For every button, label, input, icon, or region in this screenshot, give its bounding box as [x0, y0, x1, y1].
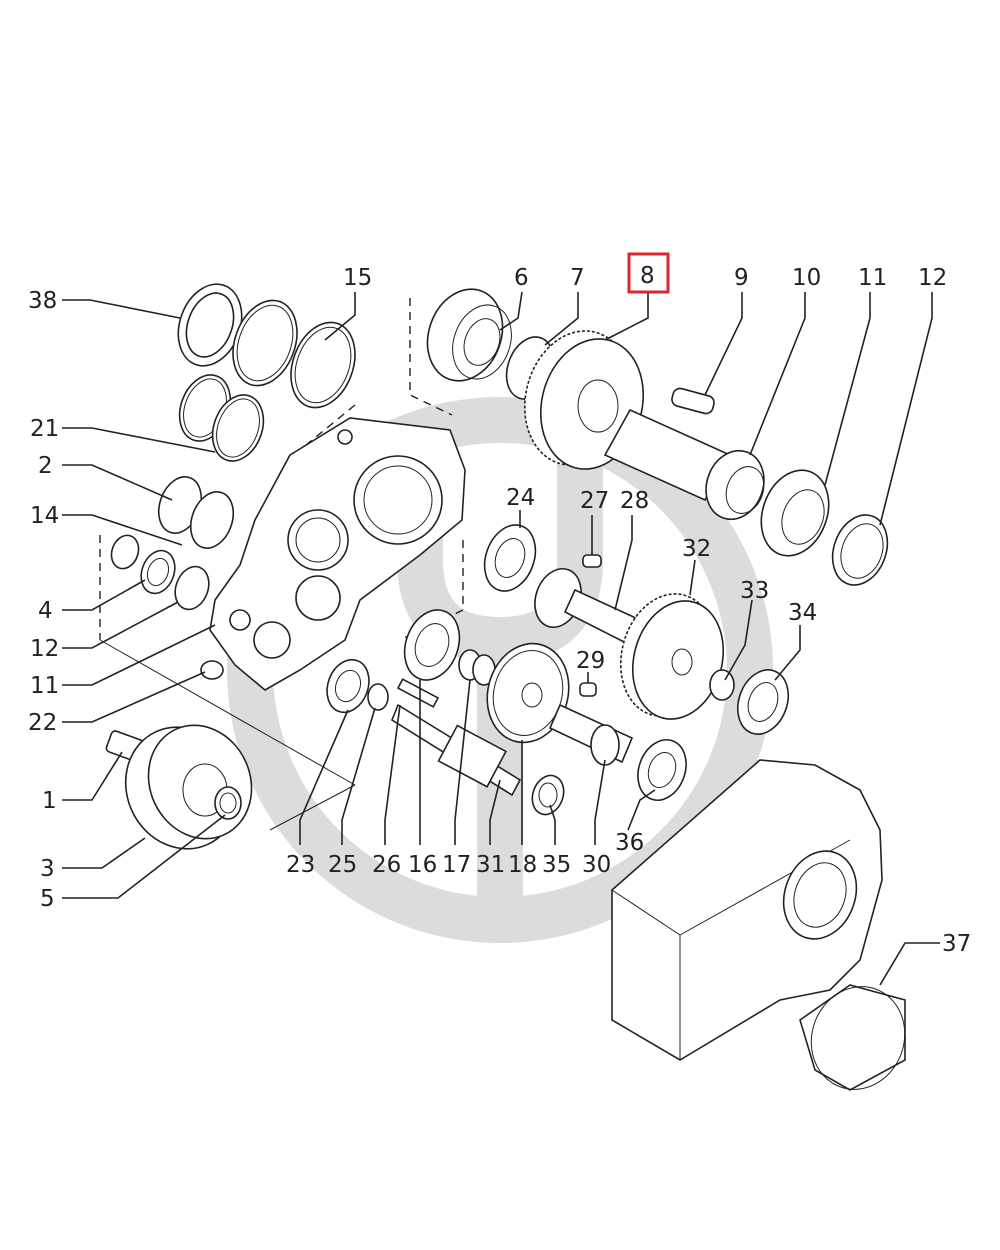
shaft-10 [603, 408, 765, 521]
callout-23: 23 [286, 852, 315, 878]
bearing-24 [483, 524, 537, 592]
callout-7: 7 [570, 265, 585, 291]
callout-33: 33 [740, 578, 769, 604]
housing-cover [209, 417, 466, 691]
callout-16: 14 [30, 503, 59, 529]
circlip-21 [178, 374, 265, 462]
ring-33 [709, 669, 735, 701]
key-9 [671, 387, 715, 415]
input-shaft [391, 678, 522, 797]
callout-15: 12 [30, 636, 59, 662]
gear-32 [619, 593, 725, 720]
callout-29: 29 [576, 648, 605, 674]
callout-labels: 38 15 21 2 14 4 12 11 22 1 3 5 6 7 8 9 1… [28, 252, 971, 957]
callout-2: 2 [38, 453, 53, 479]
callout-37: 37 [942, 931, 971, 957]
highlight-box [627, 252, 670, 294]
key-27 [582, 554, 602, 568]
callout-36: 36 [615, 830, 644, 856]
callout-34: 34 [788, 600, 817, 626]
callout-35: 35 [542, 852, 571, 878]
callout-3: 3 [40, 856, 55, 882]
callout-30: 30 [582, 852, 611, 878]
callout-5: 5 [40, 886, 55, 912]
seal-12 [831, 514, 889, 586]
callout-21: 21 [30, 416, 59, 442]
callout-11: 11 [858, 265, 887, 291]
bearing-18 [403, 609, 461, 681]
callout-20: 18 [508, 852, 537, 878]
gear-20 [486, 642, 570, 744]
callout-12: 12 [918, 265, 947, 291]
ring-25 [367, 683, 389, 711]
gearbox-housing [611, 759, 883, 1061]
callout-4: 4 [38, 598, 53, 624]
spacer-19 [458, 649, 496, 686]
callout-28: 28 [620, 488, 649, 514]
bushing-37 [799, 984, 906, 1091]
callout-31: 31 [476, 852, 505, 878]
bearing-36 [637, 739, 687, 801]
callout-25: 25 [328, 852, 357, 878]
leader-lines [62, 291, 940, 986]
callout-9: 9 [734, 265, 749, 291]
callout-24: 24 [506, 485, 535, 511]
circlip-2-16 [157, 476, 235, 549]
callout-18: 16 [408, 852, 437, 878]
bearing-6 [426, 288, 512, 382]
callout-17: 15 [343, 265, 372, 291]
bearing-35 [531, 774, 565, 816]
pinion-shaft-28 [534, 568, 642, 647]
callout-8[interactable]: 8 [640, 263, 655, 289]
callout-1: 1 [42, 788, 57, 814]
snap-ring-17 [232, 299, 356, 409]
callout-14: 11 [30, 673, 59, 699]
callout-32: 32 [682, 536, 711, 562]
callout-22: 22 [28, 710, 57, 736]
callout-19: 17 [442, 852, 471, 878]
spacer-5 [214, 786, 242, 820]
bearing-34 [736, 669, 790, 735]
bearing-11 [760, 469, 830, 557]
callout-27: 27 [580, 488, 609, 514]
bearing-4-15-14 [110, 534, 210, 611]
callout-10: 10 [792, 265, 821, 291]
callout-26: 26 [372, 852, 401, 878]
bearing-23 [326, 658, 370, 714]
callout-6: 6 [514, 265, 529, 291]
key-29 [579, 682, 597, 697]
dowel-22 [200, 660, 224, 680]
callout-38: 38 [28, 288, 57, 314]
pinion-30 [548, 703, 634, 766]
